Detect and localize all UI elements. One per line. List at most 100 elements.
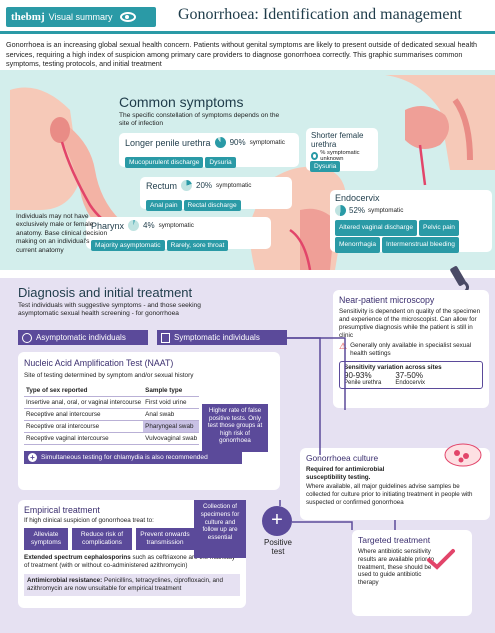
targeted-card: Targeted treatment Where antibiotic sens… [352,530,472,616]
check-icon [427,549,455,570]
reduce-complications: Reduce risk of complications [72,528,132,550]
naat-col-sample: Sample type [143,385,200,397]
naat-cell: Receptive anal intercourse [24,408,144,421]
naat-col-sex: Type of sex reported [24,385,144,397]
culture-title: Gonorrhoea culture [306,453,379,463]
microscopy-card: Near-patient microscopy Sensitivity is d… [333,290,489,408]
rectum-title: Rectum [146,180,178,191]
tag-intermenstrual-bleeding: Intermenstrual bleeding [382,237,459,253]
tag-altered-vaginal-discharge: Altered vaginal discharge [335,220,418,236]
symptoms-title: Common symptoms [119,94,244,110]
ceph-text: Extended spectrum cephalosporins such as… [24,554,240,570]
warning-text: Generally only available in specialist s… [350,342,472,357]
eye-icon [120,12,137,22]
targeted-title: Targeted treatment [358,535,431,545]
page-title: Gonorrhoea: Identification and managemen… [178,6,462,23]
symptoms-subtitle: The specific constellation of symptoms d… [119,112,280,128]
microscopy-text: Sensitivity is dependent on quality of t… [339,308,481,339]
targeted-text: Where antibiotic sensitivity results are… [358,548,435,587]
female-title: Shorter female urethra [311,131,364,149]
ceph-bold: Extended spectrum cephalosporins [24,554,131,561]
penile-urethra-card: Longer penile urethra 90% symptomatic Mu… [119,133,299,168]
naat-cell: Receptive vaginal intercourse [24,432,144,445]
diagnosis-title: Diagnosis and initial treatment [18,285,193,300]
sens-endocervix-value: 37-50% [395,371,423,380]
empirical-sub: If high clinical suspicion of gonorrhoea… [24,517,154,524]
naat-cell: Anal swab [143,408,200,421]
sens-penile-label: Penile urethra [344,380,382,386]
amr-bold: Antimicrobial resistance: [27,577,103,584]
asymptomatic-label: Asymptomatic individuals [36,332,126,342]
asymptomatic-individuals-box: Asymptomatic individuals [18,330,148,345]
female-unit: % symptomatic unknown [320,150,360,163]
penile-title: Longer penile urethra [125,137,211,148]
tag-pelvic-pain: Pelvic pain [419,220,459,236]
tag-anal-pain: Anal pain [146,200,182,211]
pharynx-pct: 4% [143,221,155,230]
positive-plus-icon: + [262,506,292,536]
rectum-pct-ring [181,180,193,191]
tag-rarely-sore-throat: Rarely, sore throat [166,240,229,251]
header: thebmj Visual summary Gonorrhoea: Identi… [0,0,495,34]
microscopy-title: Near-patient microscopy [339,295,435,305]
tag-menorrhagia: Menorrhagia [335,237,381,253]
penile-pct-ring [214,137,226,148]
positive-test-label: Positive test [263,538,292,556]
female-tags: Dysuria [310,155,342,173]
naat-cell: Insertive anal, oral, or vaginal interco… [24,396,144,409]
sensitivity-title: Sensitivity variation across sites [344,364,442,371]
ceph-body: such as ceftriaxone are the mainstay of … [24,554,236,569]
rectum-unit: symptomatic [216,182,252,189]
collection-note: Collection of specimens for culture and … [194,500,246,558]
pharynx-unit: symptomatic [158,222,194,229]
head-icon [22,332,32,343]
endocervix-unit: symptomatic [368,207,404,214]
endocervix-pct: 52% [349,206,366,215]
penile-pct: 90% [229,138,246,147]
endocervix-title: Endocervix [335,193,380,203]
tag-rectal-discharge: Rectal discharge [183,200,241,211]
symptomatic-individuals-box: Symptomatic individuals [157,330,287,345]
alleviate-symptoms: Alleviate symptoms [24,528,68,550]
culture-text: Where available, all major guidelines ad… [306,483,473,506]
tag-dysuria-female: Dysuria [310,161,341,172]
naat-cell: Pharyngeal swab [143,420,200,433]
warning-icon: ⚠ [339,341,348,351]
culture-bold: Required for antimicrobial susceptibilit… [306,466,385,481]
tag-majority-asymptomatic: Majority asymptomatic [91,240,165,251]
table-row: Insertive anal, oral, or vaginal interco… [24,396,200,409]
false-positive-note: Higher rate of false positive tests. Onl… [202,404,268,452]
prevent-transmission: Prevent onwards transmission [136,528,194,550]
symptomatic-label: Symptomatic individuals [174,332,260,342]
naat-cell: Receptive oral intercourse [24,420,144,433]
tag-mucopurulent-discharge: Mucopurulent discharge [125,157,204,168]
clipboard-icon [161,332,170,343]
visual-summary-label: Visual summary [48,12,113,22]
naat-cell: First void urine [143,396,200,409]
endocervix-card: Endocervix 52% symptomatic Altered vagin… [330,190,492,253]
microscopy-warning: ⚠ Generally only available in specialist… [339,342,483,358]
sensitivity-box: Sensitivity variation across sites 90-93… [339,361,483,389]
bmj-badge[interactable]: thebmj Visual summary [6,7,156,27]
pharynx-card: Pharynx 4% symptomatic Majority asymptom… [86,217,271,251]
pharynx-title: Pharynx [91,220,125,231]
endocervix-pct-ring [335,205,346,216]
amr-box: Antimicrobial resistance: Penicillins, t… [24,574,240,596]
female-pct-ring [311,152,319,161]
bmj-logo: thebmj [11,11,45,23]
empirical-title: Empirical treatment [24,505,100,515]
chlamydia-text: Simultaneous testing for chlamydia is al… [41,454,208,461]
amr-body: Penicillins, tetracyclines, ciprofloxaci… [27,577,223,592]
tag-dysuria: Dysuria [205,157,236,168]
plus-icon: + [28,453,37,462]
rectum-pct: 20% [196,181,213,190]
intro-text: Gonorrhoea is an increasing global sexua… [6,40,478,69]
anatomy-note: Individuals may not have exclusively mal… [16,213,108,254]
naat-subtitle: Site of testing determined by symptom an… [24,372,194,379]
naat-title: Nucleic Acid Amplification Test (NAAT) [24,358,174,368]
